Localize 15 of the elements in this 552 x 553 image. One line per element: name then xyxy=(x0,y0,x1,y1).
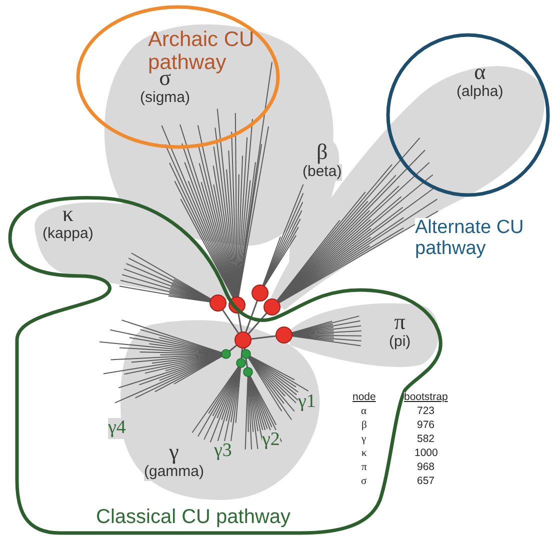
clade-label: π (pi) xyxy=(389,310,411,351)
table-header: node xyxy=(352,392,376,404)
table-cell: β xyxy=(362,420,367,432)
pathway-label: Classical CU pathway xyxy=(96,506,291,528)
subclade-label: γ1 xyxy=(298,392,316,413)
subclade-label: γ3 xyxy=(214,441,232,462)
clade-label: β (beta) xyxy=(302,140,342,181)
subclade-label: γ2 xyxy=(262,430,280,451)
table-cell: γ xyxy=(362,434,366,446)
subclade-label: γ4 xyxy=(108,418,126,439)
pathway-label: Archaic CU pathway xyxy=(148,28,256,74)
clade-label: κ (kappa) xyxy=(42,202,94,243)
clade-label: α (alpha) xyxy=(456,60,504,101)
table-header: bootstrap xyxy=(404,392,448,404)
clade-label: γ (gamma) xyxy=(144,440,204,481)
